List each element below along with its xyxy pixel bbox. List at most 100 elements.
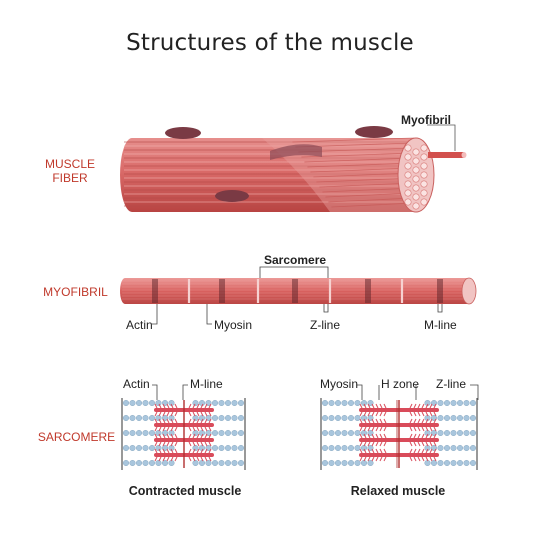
myosin-head	[379, 418, 383, 424]
myosin-head	[371, 433, 375, 439]
actin-bead	[328, 445, 335, 452]
myosin-head	[367, 448, 371, 454]
myosin-head	[363, 448, 367, 454]
actin-bead	[457, 460, 464, 467]
myosin-head	[192, 403, 196, 409]
myosin-head	[371, 426, 375, 432]
myosin-head	[379, 433, 383, 439]
myosin-head	[204, 403, 208, 409]
actin-bead	[192, 430, 199, 437]
actin-bead	[211, 415, 218, 422]
muscle-fiber	[120, 124, 467, 213]
actin-bead	[457, 415, 464, 422]
myofibril-strand	[328, 197, 415, 203]
actin-bead	[122, 460, 129, 467]
actin-bead	[192, 415, 199, 422]
actin-bead	[148, 430, 155, 437]
actin-bead	[231, 415, 238, 422]
myofibril-end	[412, 157, 420, 165]
myosin-head	[208, 448, 212, 454]
myosin-head	[433, 456, 437, 462]
myofibril-end	[412, 202, 420, 210]
myofibril-end	[420, 171, 428, 179]
actin-bead	[148, 415, 155, 422]
rod-striations	[122, 280, 466, 300]
myofibril-end	[420, 153, 428, 161]
myosin-head	[196, 411, 200, 417]
actin-bead	[470, 445, 477, 452]
myosin-head	[166, 448, 170, 454]
myosin-head	[170, 411, 174, 417]
myosin-head	[200, 456, 204, 462]
myosin-head	[379, 448, 383, 454]
myosin-head	[425, 433, 429, 439]
myosin-head	[196, 448, 200, 454]
actin-bead	[218, 445, 225, 452]
actin-bead	[224, 400, 231, 407]
myosin-head	[383, 418, 387, 424]
myosin-head	[196, 456, 200, 462]
rod-cross-section	[461, 277, 477, 305]
nucleus	[270, 144, 322, 160]
zline-leader	[323, 304, 329, 313]
caption-relaxed: Relaxed muscle	[350, 484, 446, 498]
actin-bead	[135, 445, 142, 452]
myosin-head	[359, 441, 363, 447]
myosin-head	[409, 441, 413, 447]
actin-bead	[135, 415, 142, 422]
myosin-head	[363, 456, 367, 462]
myosin-head	[383, 411, 387, 417]
actin-bead	[470, 415, 477, 422]
myosin-head	[204, 433, 208, 439]
myosin-head	[158, 411, 162, 417]
myosin-head	[425, 448, 429, 454]
actin-bead	[155, 445, 162, 452]
actin-bead	[211, 400, 218, 407]
myosin-head	[166, 426, 170, 432]
actin-bead	[135, 400, 142, 407]
myosin-head	[208, 456, 212, 462]
myosin-head	[192, 448, 196, 454]
myofibril-end	[412, 193, 420, 201]
myosin-head	[174, 426, 178, 432]
actin-bead	[457, 400, 464, 407]
myosin-head	[367, 426, 371, 432]
actin-bead	[450, 400, 457, 407]
myosin-head	[154, 426, 158, 432]
myosin-head	[425, 403, 429, 409]
actin-bead	[328, 460, 335, 467]
actin-bead	[437, 460, 444, 467]
actin-bead	[231, 400, 238, 407]
myosin-head	[208, 441, 212, 447]
myosin-head	[154, 411, 158, 417]
myosin-head	[170, 448, 174, 454]
actin-bead	[322, 415, 329, 422]
myofibril-end	[404, 162, 412, 170]
myosin-head	[174, 448, 178, 454]
fiber-striations	[124, 137, 415, 212]
myosin-head	[425, 418, 429, 424]
actin-bead	[463, 415, 470, 422]
actin-bead	[341, 445, 348, 452]
actin-bead	[335, 445, 342, 452]
myosin-head	[429, 456, 433, 462]
actin-bead	[444, 415, 451, 422]
myosin-head	[174, 433, 178, 439]
myofibril-end	[412, 166, 420, 174]
myosin-head	[359, 448, 363, 454]
myofibril-rod	[120, 266, 477, 325]
actin-bead	[463, 460, 470, 467]
myosin-head	[188, 426, 192, 432]
myosin-head	[208, 426, 212, 432]
myosin-head	[371, 418, 375, 424]
myofibril-strand	[331, 202, 415, 208]
label-z-line: Z-line	[310, 318, 341, 332]
myosin-head	[170, 426, 174, 432]
actin-bead	[129, 415, 136, 422]
myosin-head	[154, 433, 158, 439]
myosin-head	[166, 456, 170, 462]
actin-bead	[463, 400, 470, 407]
actin-bead	[470, 430, 477, 437]
myosin-head	[363, 441, 367, 447]
actin-bead	[129, 445, 136, 452]
